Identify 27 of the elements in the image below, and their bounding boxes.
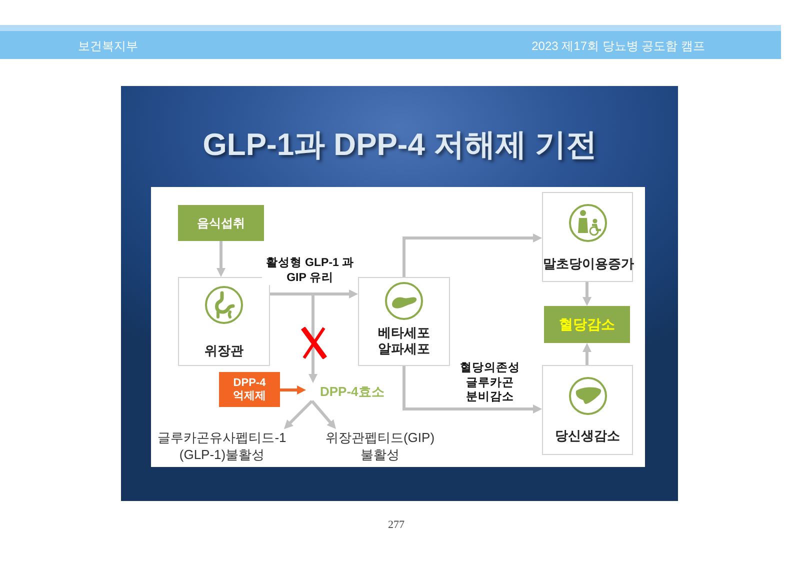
- step-label: 위장관: [204, 343, 244, 359]
- arrow: [402, 234, 542, 277]
- result-box: 혈당감소: [544, 306, 630, 343]
- arrow: [270, 292, 318, 384]
- process-box: [358, 277, 450, 366]
- inhibitor-box: DPP-4 억제제: [219, 372, 280, 407]
- arrow: [280, 386, 306, 394]
- process-box: [542, 365, 633, 455]
- arrow: [402, 366, 542, 414]
- step-label: 베타세포 알파세포: [377, 325, 431, 357]
- enzyme-label: DPP-4효소: [306, 383, 384, 401]
- process-box: [178, 277, 270, 366]
- outcome-label: 위장관펩티드(GIP) 불활성: [318, 429, 442, 463]
- step-label: 당신생감소: [555, 428, 620, 444]
- arrow: [216, 241, 226, 278]
- process-box: [542, 192, 633, 282]
- page-number: 277: [388, 519, 404, 531]
- arrow: [310, 400, 336, 430]
- arrow: [582, 342, 592, 365]
- header-text: 보건복지부: [78, 38, 138, 55]
- arrow: [582, 282, 592, 306]
- step-label: 말초당이용증가: [543, 256, 634, 272]
- header-text: 2023 제17회 당뇨병 공도함 캠프: [532, 38, 705, 55]
- arrow: [284, 400, 314, 430]
- slide-title: GLP-1과 DPP-4 저해제 기전: [202, 126, 598, 164]
- process-box: 음식섭취: [178, 205, 264, 241]
- outcome-label: 글루카곤유사펩티드-1 (GLP-1)불활성: [152, 429, 292, 463]
